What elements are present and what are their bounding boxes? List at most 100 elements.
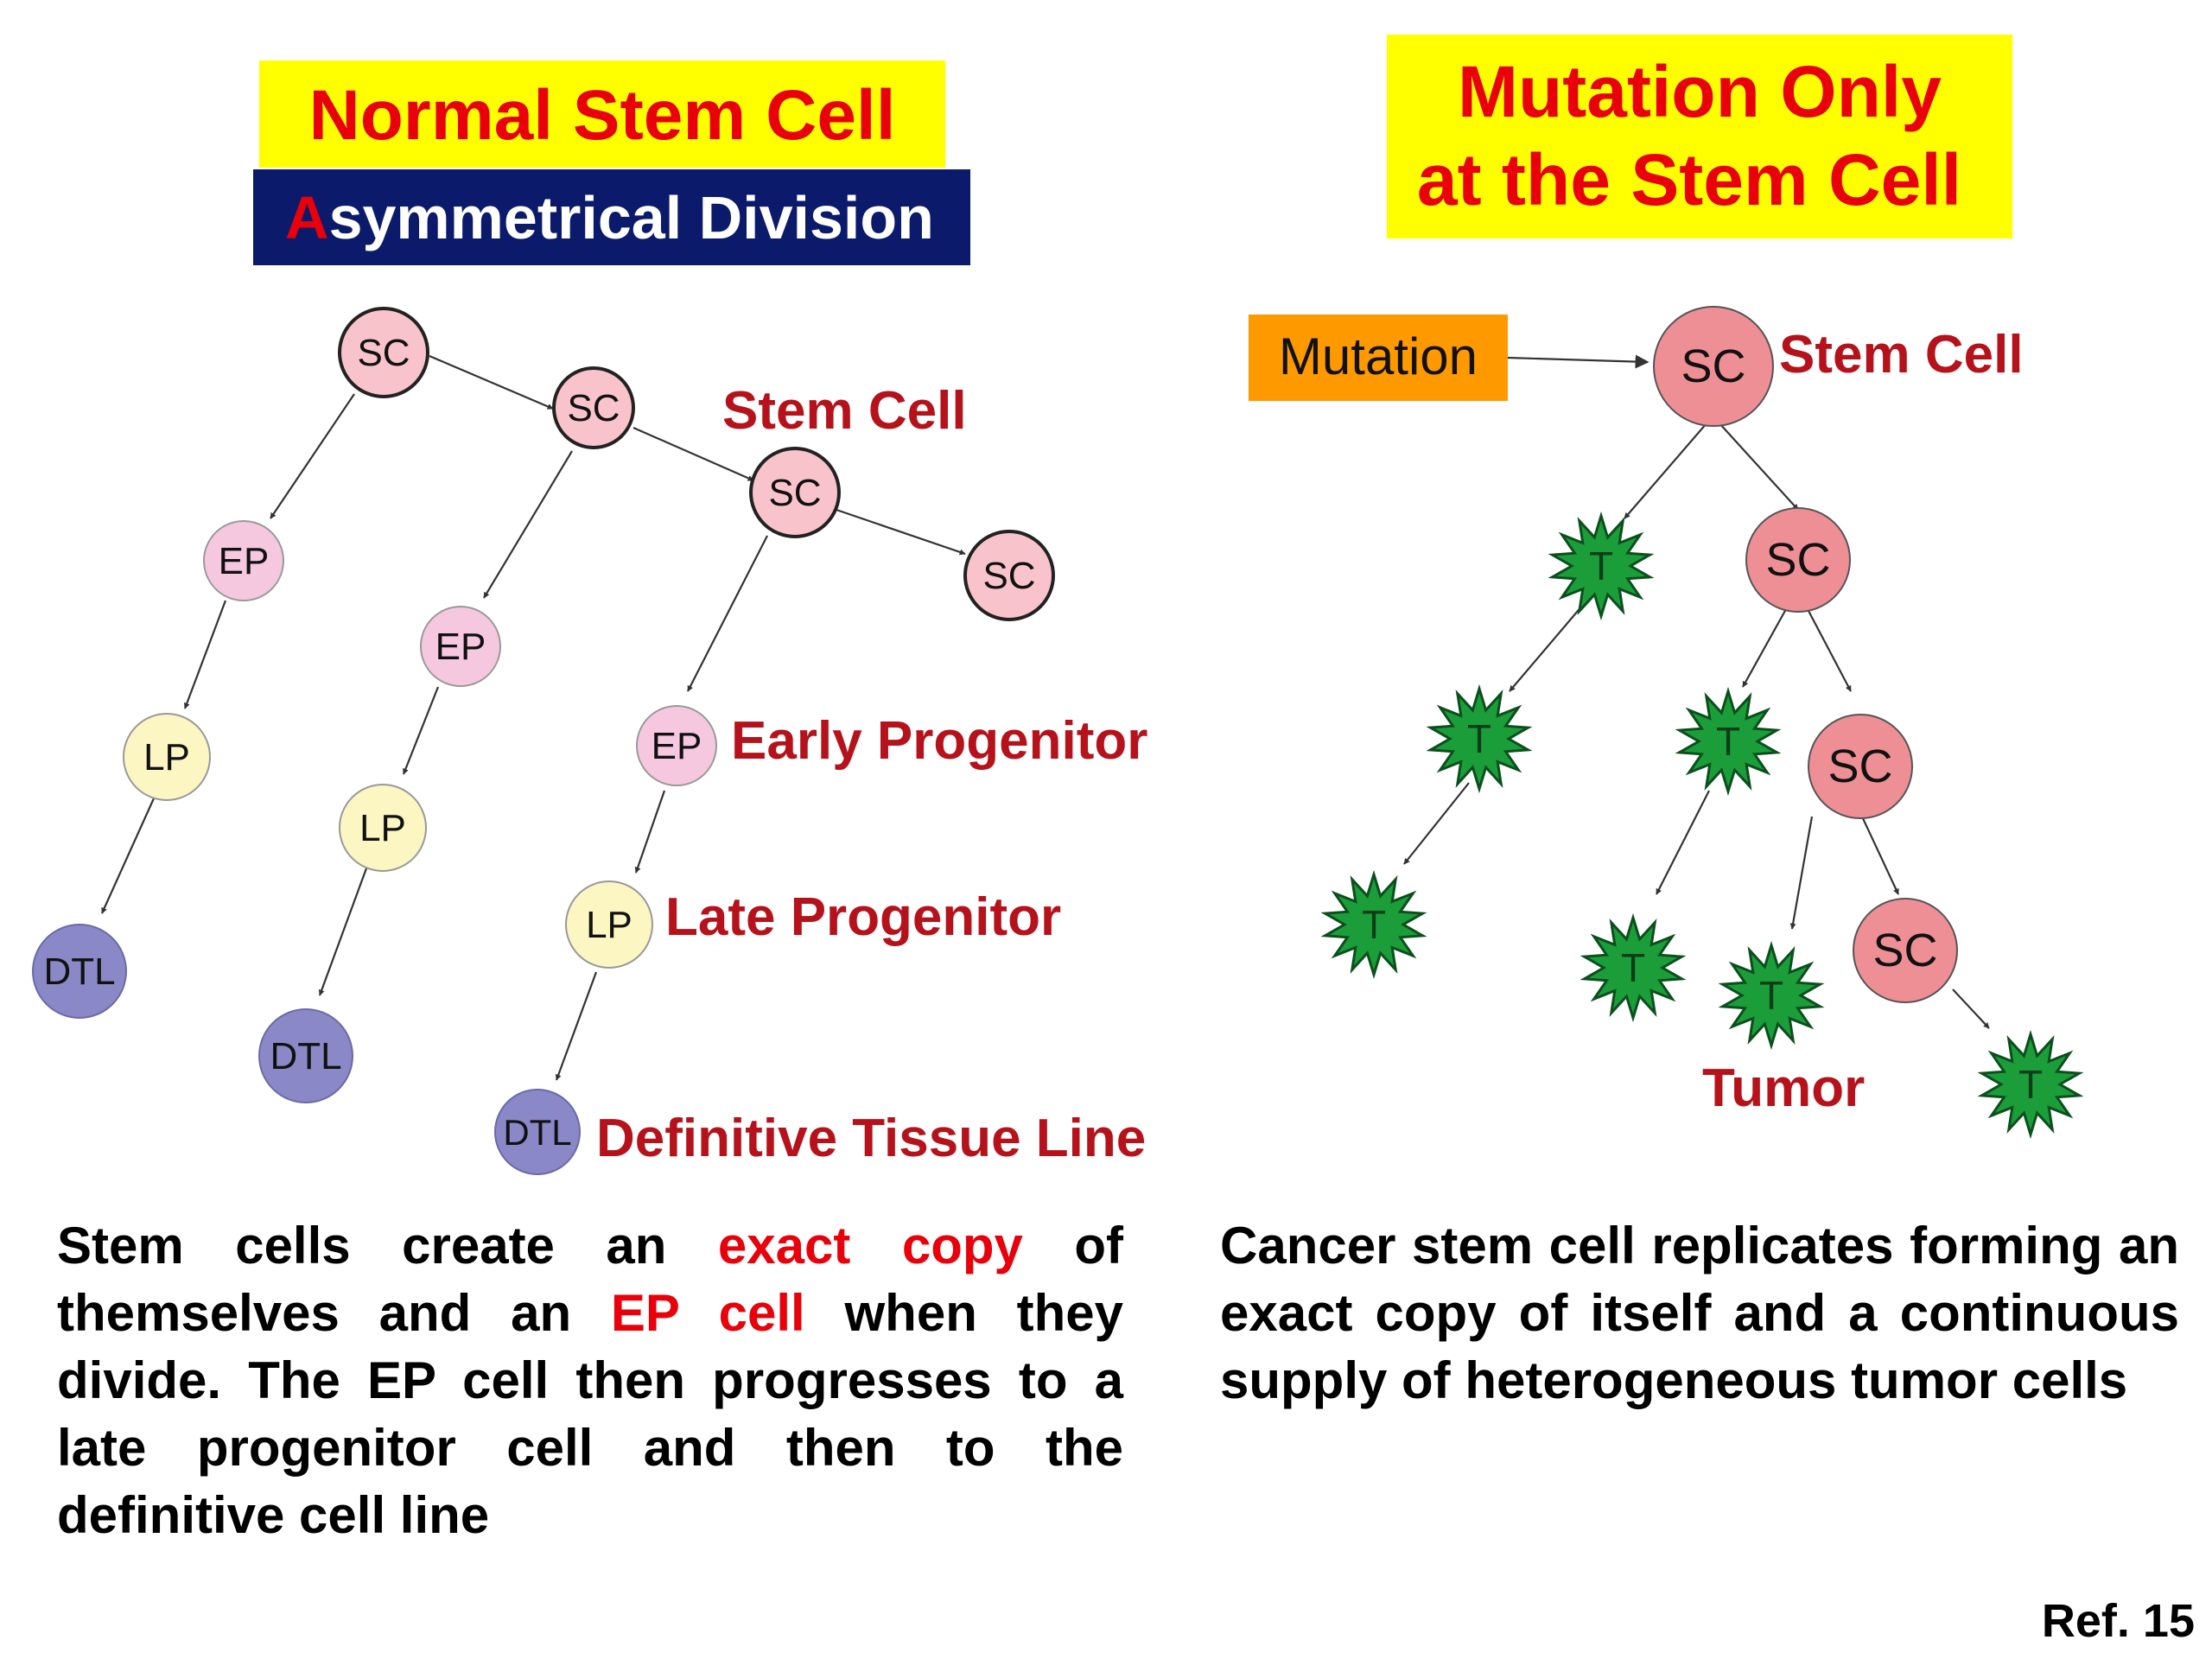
edge-t1-t2	[1509, 604, 1584, 692]
normal-stem-cell-title: Normal Stem Cell	[259, 60, 945, 168]
edge-sc1-sc2	[429, 354, 554, 410]
sc-node-label: SC	[1681, 340, 1745, 392]
lp-node: LP	[339, 784, 427, 872]
sc-node: SC	[1745, 507, 1851, 613]
edge-t2-t3	[1403, 782, 1470, 865]
edge-sc2-t4	[1742, 608, 1787, 688]
dtl-node: DTL	[32, 924, 127, 1019]
tumor-starburst-shape	[1675, 686, 1782, 797]
edge-sc1-t1	[1624, 423, 1707, 519]
sc-node: SC	[963, 530, 1055, 621]
left-caption-part1: Stem cells create an	[57, 1217, 718, 1274]
tumor-starburst-shape	[1977, 1029, 2084, 1140]
left-caption-part3: when they divide. The EP cell then progr…	[57, 1284, 1123, 1544]
tumor-node-label: T	[1716, 719, 1740, 764]
sc-node-label: SC	[1872, 925, 1937, 976]
lp-node-label: LP	[143, 736, 190, 779]
mutation-only-title-line2: at the Stem Cell	[1417, 139, 1961, 220]
subtitle-rest: symmetrical Division	[329, 184, 934, 251]
edge-sc2-sc3	[632, 426, 754, 482]
edge-sc2-ep2	[483, 450, 573, 599]
edge-t4-t5	[1656, 790, 1710, 895]
right-stem-cell-label: Stem Cell	[1779, 325, 2024, 385]
ep-node-label: EP	[219, 540, 270, 582]
sc-node-label: SC	[357, 332, 410, 374]
sc-node-label: SC	[982, 555, 1035, 597]
ep-node: EP	[420, 606, 501, 687]
right-tree-tumor-nodes: T T T T T T T	[1320, 511, 2084, 1140]
tumor-node-label: T	[1759, 973, 1783, 1018]
edge-ep1-lp1	[183, 600, 227, 709]
tumor-node: T	[1977, 1029, 2084, 1140]
early-progenitor-label: Early Progenitor	[731, 711, 1147, 771]
dtl-node-label: DTL	[43, 950, 115, 993]
left-tree-edges	[100, 354, 966, 1081]
edge-lp2-dtl2	[318, 868, 368, 996]
mutation-box: Mutation	[1249, 315, 1508, 401]
tumor-node: T	[1426, 683, 1533, 794]
tumor-starburst-shape	[1320, 869, 1427, 980]
edge-mutation-sc	[1507, 354, 1649, 369]
lp-node: LP	[565, 880, 653, 969]
tumor-node-label: T	[1362, 902, 1386, 947]
sc-node-label: SC	[768, 472, 821, 514]
sc-node: SC	[1853, 898, 1958, 1003]
dtl-node-label: DTL	[503, 1112, 571, 1153]
tumor-node: T	[1320, 869, 1427, 980]
tumor-node: T	[1548, 511, 1655, 621]
sc-node-label: SC	[567, 387, 620, 429]
sc-node-label: SC	[1765, 534, 1830, 586]
left-caption-part2: of themselves and an	[57, 1217, 1123, 1342]
reference-label: Ref. 15	[2041, 1595, 2195, 1647]
edge-sc1-ep1	[270, 393, 355, 519]
left-caption-ep-cell: EP cell	[610, 1284, 805, 1342]
dtl-node-label: DTL	[270, 1035, 341, 1077]
tumor-starburst-shape	[1718, 940, 1825, 1051]
tumor-node-label: T	[1621, 945, 1645, 990]
tumor-node: T	[1718, 940, 1825, 1051]
edge-sc3-t6	[1789, 816, 1814, 930]
edge-ep2-lp2	[402, 686, 440, 775]
right-tree-sc-nodes: SC SC SC SC	[1653, 306, 1958, 1003]
edge-sc1-sc2	[1719, 423, 1799, 511]
tumor-node-label: T	[1589, 543, 1613, 588]
sc-node: SC	[552, 366, 635, 449]
tumor-node-label: T	[1467, 716, 1491, 761]
edge-sc2-sc3	[1807, 608, 1852, 692]
right-tree-labels: Stem Cell Tumor	[1702, 325, 2024, 1118]
edge-sc4-t7	[1952, 988, 1990, 1029]
stem-cell-label: Stem Cell	[722, 381, 967, 441]
edge-sc3-sc4	[836, 508, 966, 556]
normal-stem-cell-title-text: Normal Stem Cell	[309, 76, 896, 155]
sc-node: SC	[1653, 306, 1774, 427]
tumor-node: T	[1675, 686, 1782, 797]
lp-node: LP	[123, 713, 211, 801]
left-caption: Stem cells create an exact copy of thems…	[57, 1212, 1123, 1549]
lp-node-label: LP	[586, 904, 632, 946]
definitive-tissue-line-label: Definitive Tissue Line	[596, 1109, 1146, 1168]
sc-node: SC	[338, 307, 429, 398]
sc-node-label: SC	[1827, 741, 1892, 792]
lp-node-label: LP	[359, 807, 406, 849]
right-tree-edges	[1403, 354, 1990, 1029]
tumor-starburst-shape	[1580, 912, 1687, 1023]
mutation-box-text: Mutation	[1279, 327, 1478, 385]
asymmetrical-division-text: Asymmetrical Division	[285, 184, 934, 251]
tumor-node-label: T	[2018, 1062, 2043, 1107]
ep-node-label: EP	[435, 626, 486, 668]
ep-node-label: EP	[652, 725, 702, 767]
mutation-only-title-line1: Mutation Only	[1458, 51, 1942, 132]
left-tree-labels: Stem Cell Early Progenitor Late Progenit…	[596, 381, 1147, 1168]
asymmetrical-division-banner: Asymmetrical Division	[253, 169, 970, 265]
sc-node: SC	[749, 447, 841, 538]
tumor-node: T	[1580, 912, 1687, 1023]
left-tree-nodes: SC SC SC SC EP EP EP LP	[32, 307, 1055, 1175]
left-caption-exact-copy: exact copy	[717, 1217, 1023, 1274]
right-caption: Cancer stem cell replicates forming an e…	[1220, 1217, 2179, 1409]
dtl-node: DTL	[258, 1008, 353, 1103]
dtl-node: DTL	[494, 1089, 581, 1175]
ep-node: EP	[636, 705, 717, 786]
subtitle-first-letter: A	[285, 184, 329, 251]
mutation-only-title: Mutation Only at the Stem Cell	[1387, 35, 2012, 238]
